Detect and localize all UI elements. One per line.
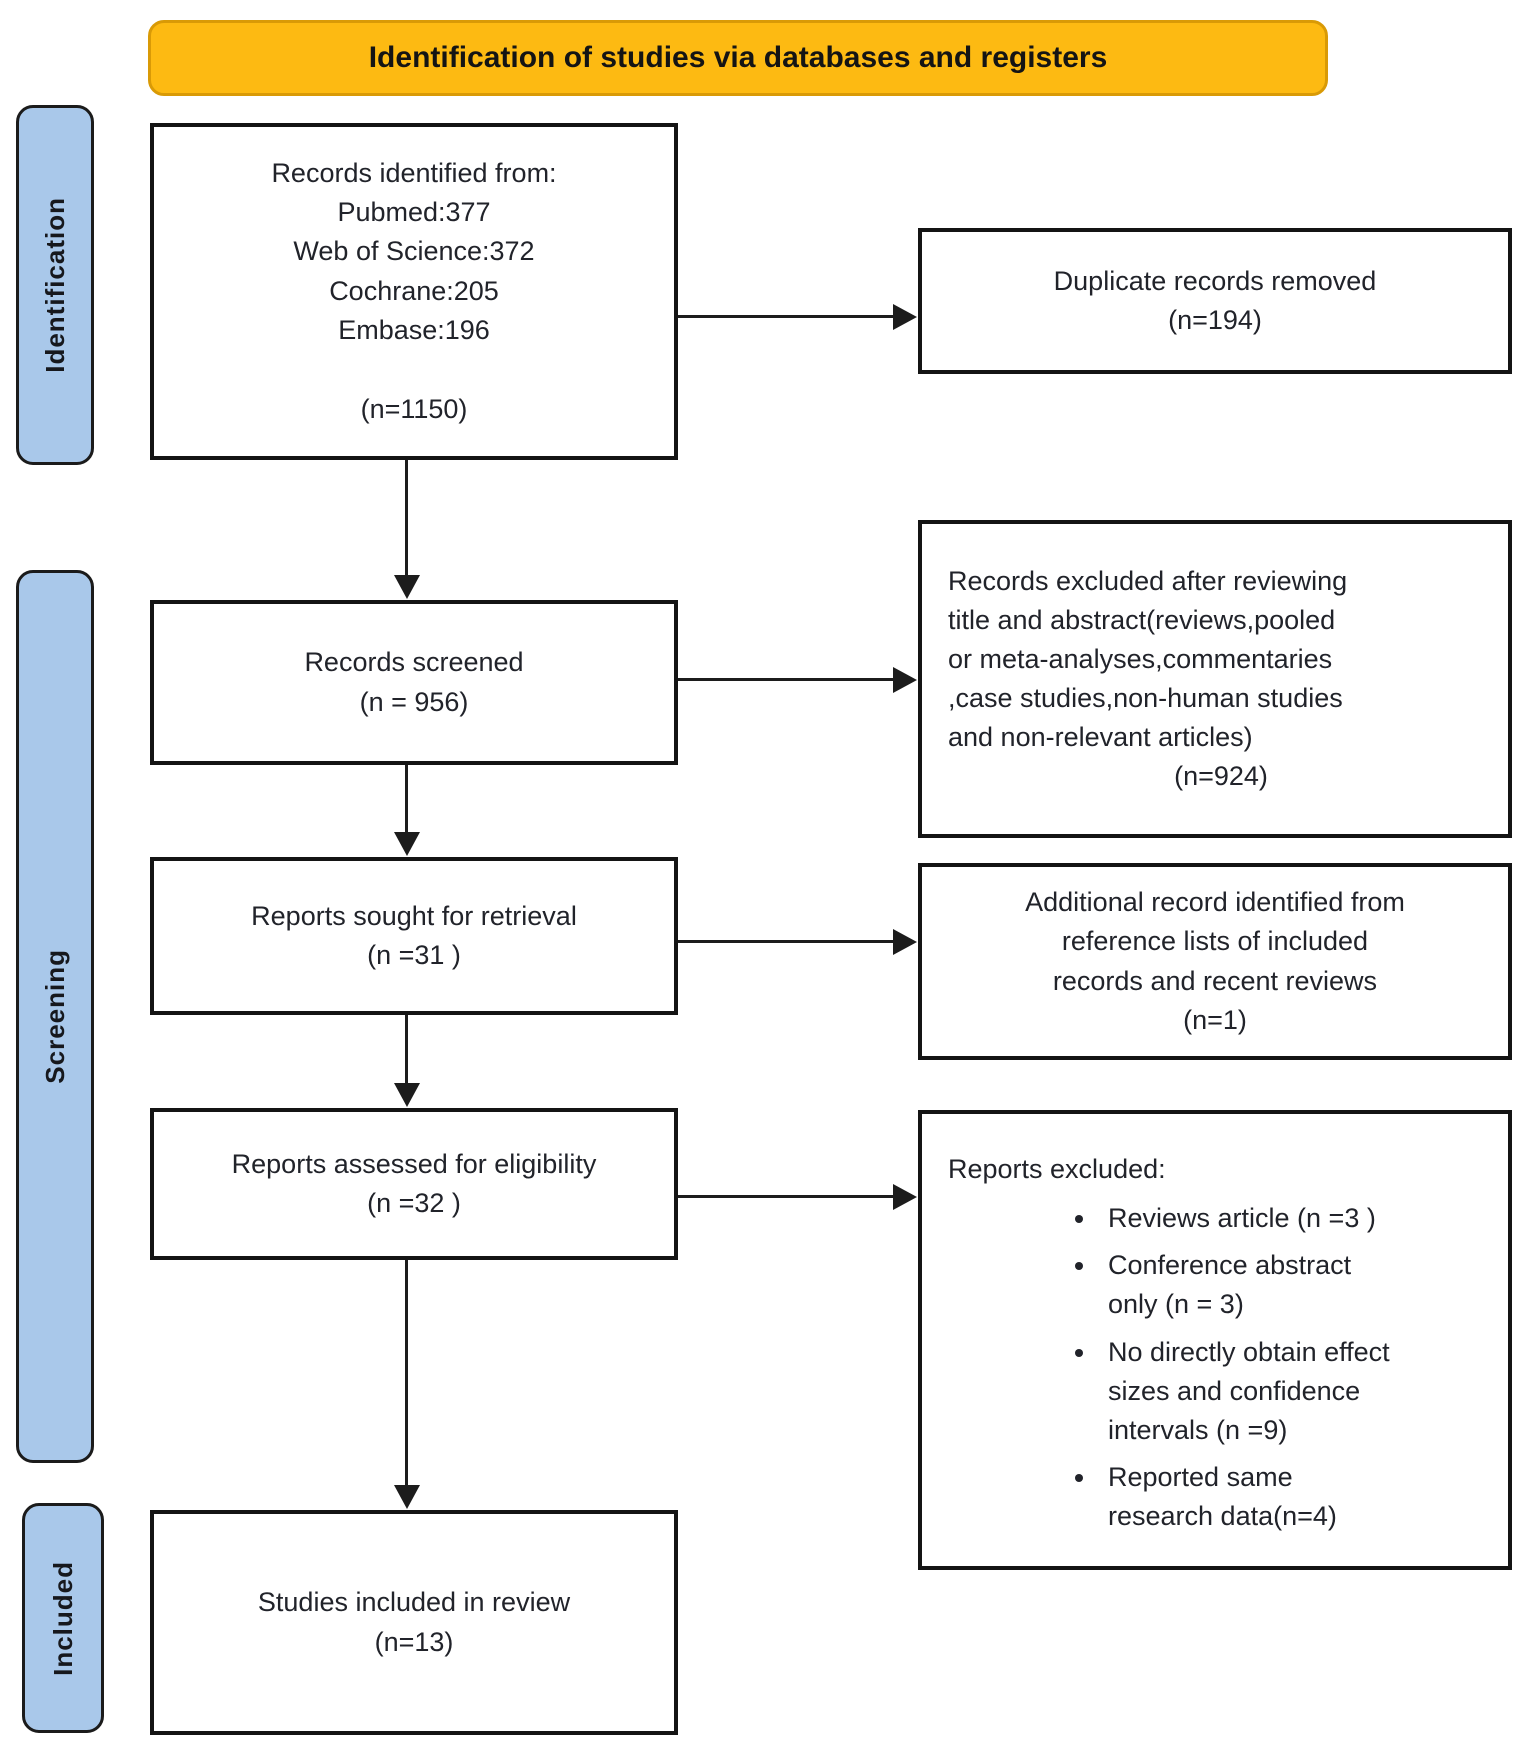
banner-title: Identification of studies via databases …	[148, 20, 1328, 96]
arrow-down-screened-to-sought	[405, 765, 408, 833]
box-records-screened: Records screened (n = 956)	[150, 600, 678, 765]
box-records-excluded: Records excluded after reviewing title a…	[918, 520, 1512, 838]
reports-excluded-list: Reviews article (n =3 ) Conference abstr…	[948, 1199, 1390, 1544]
records-screened-count: (n = 956)	[359, 686, 469, 717]
stage-identification: Identification	[16, 105, 94, 465]
records-excluded-text: Records excluded after reviewing title a…	[948, 565, 1348, 753]
arrow-down-sought-to-assessed	[405, 1015, 408, 1084]
reports-excluded-item: Reviews article (n =3 )	[1098, 1199, 1390, 1238]
reports-assessed-count: (n =32 )	[367, 1188, 461, 1218]
box-records-identified: Records identified from: Pubmed:377 Web …	[150, 123, 678, 460]
arrow-right-to-reports-excluded	[678, 1195, 894, 1198]
records-identified-count: (n=1150)	[360, 393, 468, 424]
duplicates-removed-count: (n=194)	[1168, 305, 1262, 335]
arrow-right-to-records-excluded	[678, 678, 894, 681]
box-reports-sought: Reports sought for retrieval (n =31 )	[150, 857, 678, 1015]
stage-identification-label: Identification	[39, 197, 70, 373]
reports-excluded-item: Reported same research data(n=4)	[1098, 1458, 1390, 1536]
additional-records-count: (n=1)	[1183, 1004, 1247, 1035]
records-identified-text: Records identified from: Pubmed:377 Web …	[271, 158, 557, 345]
arrow-down-identified-to-screened	[405, 460, 408, 576]
box-additional-records: Additional record identified from refere…	[918, 863, 1512, 1060]
stage-included: Included	[22, 1503, 104, 1733]
studies-included-count: (n=13)	[374, 1626, 454, 1657]
box-studies-included: Studies included in review (n=13)	[150, 1510, 678, 1735]
box-reports-assessed: Reports assessed for eligibility (n =32 …	[150, 1108, 678, 1260]
reports-sought-text: Reports sought for retrieval	[251, 900, 577, 931]
arrow-right-to-additional	[678, 940, 894, 943]
records-excluded-count: (n=924)	[1174, 761, 1268, 792]
box-duplicates-removed: Duplicate records removed (n=194)	[918, 228, 1512, 374]
box-reports-excluded: Reports excluded: Reviews article (n =3 …	[918, 1110, 1512, 1570]
studies-included-text: Studies included in review	[257, 1587, 571, 1618]
reports-excluded-item: No directly obtain effect sizes and conf…	[1098, 1333, 1390, 1450]
arrow-right-to-duplicates	[678, 315, 894, 318]
stage-screening: Screening	[16, 570, 94, 1463]
reports-excluded-item: Conference abstract only (n = 3)	[1098, 1246, 1390, 1324]
reports-excluded-title: Reports excluded:	[948, 1154, 1166, 1184]
stage-screening-label: Screening	[39, 949, 70, 1084]
records-screened-text: Records screened	[304, 647, 524, 678]
additional-records-text: Additional record identified from refere…	[1025, 887, 1405, 996]
duplicates-removed-text: Duplicate records removed	[1053, 265, 1377, 296]
arrow-down-assessed-to-included	[405, 1260, 408, 1486]
reports-assessed-text: Reports assessed for eligibility	[231, 1148, 597, 1179]
banner-title-text: Identification of studies via databases …	[368, 41, 1108, 74]
stage-included-label: Included	[47, 1560, 78, 1676]
reports-sought-count: (n =31 )	[367, 940, 461, 970]
